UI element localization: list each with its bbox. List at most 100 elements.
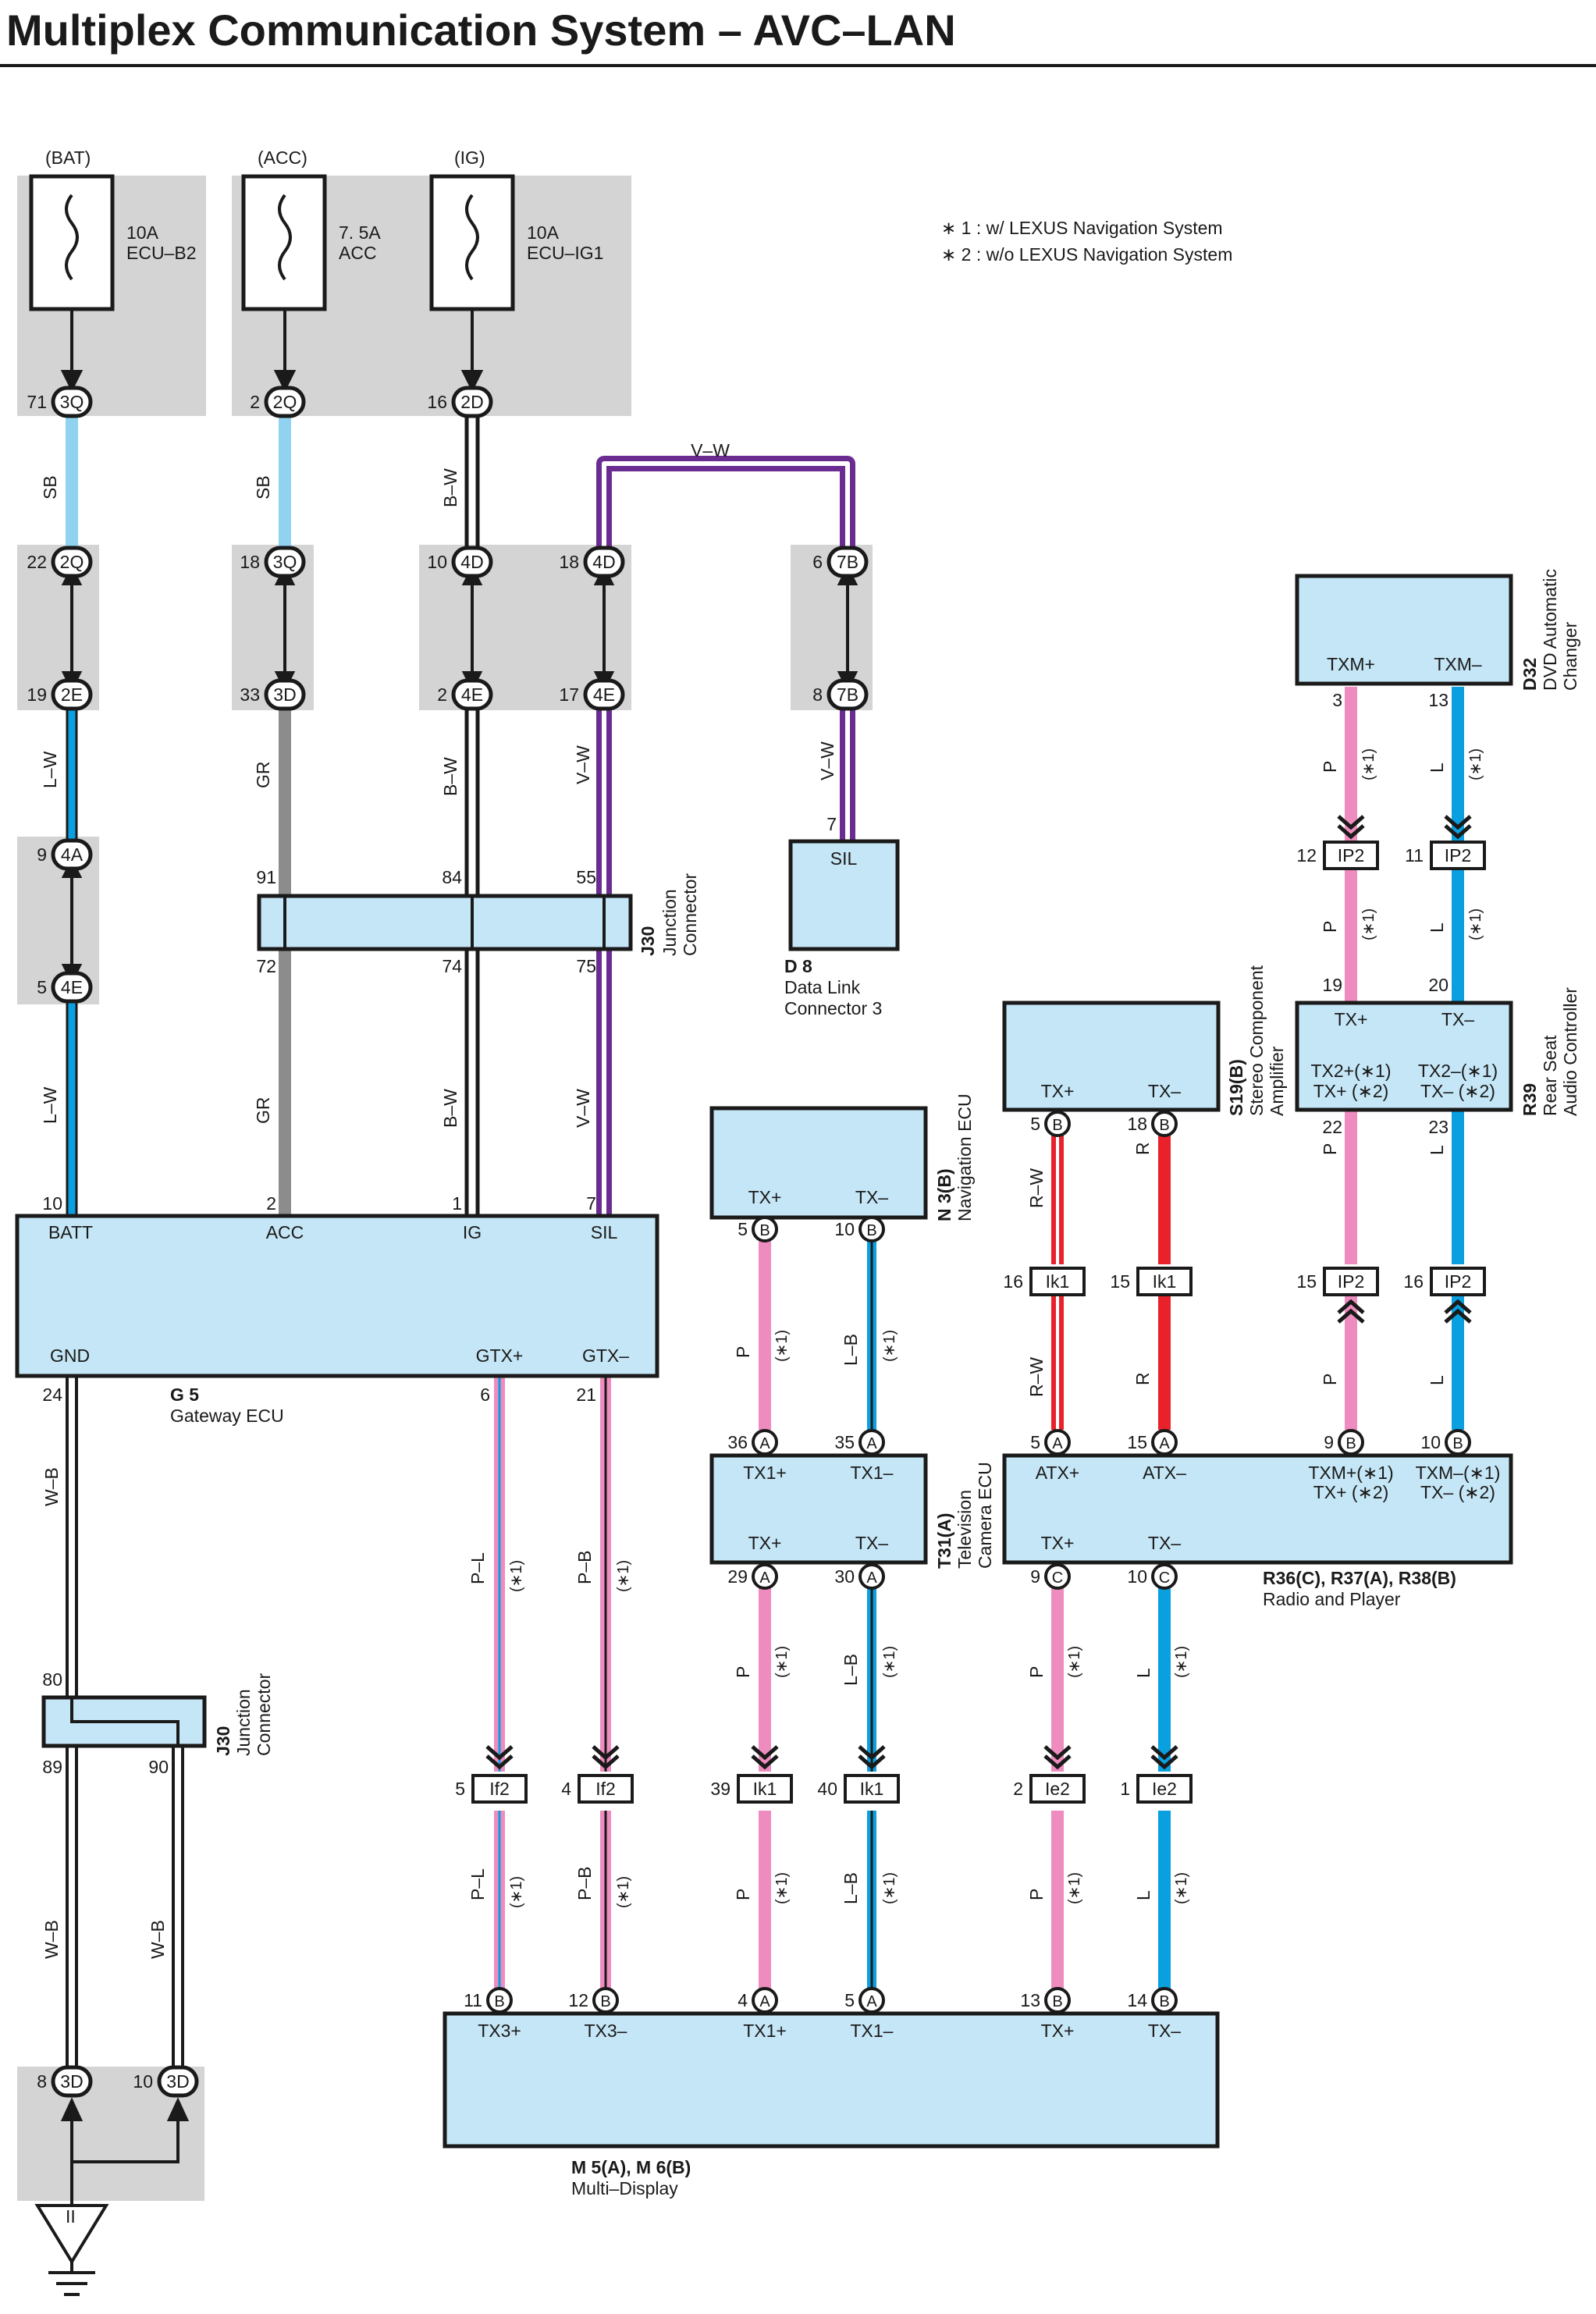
pin-circle bbox=[1044, 1987, 1071, 2014]
pin-circle bbox=[1445, 1429, 1471, 1456]
junction-bars bbox=[70, 896, 606, 1746]
variant-note: (∗1) bbox=[1360, 748, 1377, 780]
wire-label: SB bbox=[40, 475, 60, 499]
inline-connector bbox=[844, 1774, 900, 1804]
connector-pin: 18 bbox=[559, 552, 579, 572]
svg-text:10A: 10A bbox=[527, 222, 560, 243]
connector-code: IP2 bbox=[1338, 1271, 1365, 1292]
pin-letter: B bbox=[866, 1222, 876, 1239]
pin-number: 24 bbox=[42, 1384, 62, 1405]
note-2: ∗ 2 : w/o LEXUS Navigation System bbox=[941, 244, 1232, 265]
pin-number: 9 bbox=[1324, 1432, 1334, 1452]
connector-code: Ik1 bbox=[1153, 1271, 1177, 1292]
component-id: D 8 bbox=[784, 956, 812, 976]
component-name: Amplifier bbox=[1267, 1046, 1287, 1116]
wire-label: L–B bbox=[841, 1334, 861, 1366]
pin-number: 22 bbox=[1322, 1117, 1342, 1137]
component-name: Rear Seat bbox=[1540, 1035, 1560, 1116]
wire-label: V–W bbox=[573, 1089, 593, 1128]
svg-text:(ACC): (ACC) bbox=[258, 148, 307, 168]
dlc-box bbox=[788, 839, 900, 951]
connector-code: 2D bbox=[460, 392, 483, 412]
variant-note: (∗1) bbox=[615, 1560, 632, 1592]
wire-bw bbox=[464, 414, 480, 1217]
wire-label: V–W bbox=[691, 440, 730, 460]
component-name: Connector bbox=[254, 1673, 274, 1756]
pin-circle bbox=[1044, 1111, 1071, 1137]
pin-circle bbox=[1151, 1429, 1178, 1456]
pin-letter: B bbox=[1052, 1117, 1062, 1134]
wire-label: L–B bbox=[841, 1654, 861, 1686]
pin-circle bbox=[1151, 1987, 1178, 2014]
variant-note: (∗1) bbox=[508, 1876, 525, 1908]
wire-label: P bbox=[1320, 1143, 1340, 1155]
variant-note: (∗1) bbox=[1066, 1872, 1083, 1904]
component-id: G 5 bbox=[170, 1384, 199, 1405]
component-name: Camera ECU bbox=[975, 1462, 995, 1569]
pin-label: IG bbox=[463, 1222, 482, 1242]
pin-letter: A bbox=[866, 1993, 877, 2010]
pin-letter: B bbox=[494, 1993, 504, 2010]
wire-label: P bbox=[1026, 1666, 1047, 1678]
pin-number: 2 bbox=[266, 1193, 276, 1214]
connector-code: 7B bbox=[837, 684, 858, 705]
variant-note: (∗1) bbox=[1066, 1646, 1083, 1678]
component-id: D32 bbox=[1520, 658, 1540, 691]
component-name: Connector 3 bbox=[784, 998, 882, 1018]
wire-label: L–B bbox=[841, 1872, 861, 1904]
pin-label: TX+ bbox=[1335, 1009, 1368, 1029]
pin-number: 13 bbox=[1020, 1990, 1040, 2010]
connector-pin: 71 bbox=[27, 392, 47, 412]
pin-letter: B bbox=[600, 1993, 610, 2010]
component-name: Multi–Display bbox=[571, 2178, 678, 2198]
inline-connector bbox=[471, 1774, 528, 1804]
pin-number: 6 bbox=[480, 1384, 490, 1405]
radio-player-box bbox=[1002, 1453, 1513, 1565]
pin-letter: B bbox=[1159, 1993, 1169, 2010]
svg-text:(IG): (IG) bbox=[454, 148, 485, 168]
pin-number: 55 bbox=[576, 867, 596, 887]
fuse-icon bbox=[65, 194, 79, 281]
svg-text:10A: 10A bbox=[126, 222, 159, 243]
pin-number: 10 bbox=[1420, 1432, 1441, 1452]
connector-code: 3D bbox=[60, 2071, 83, 2092]
inline-connector bbox=[1029, 1267, 1086, 1296]
svg-text:(BAT): (BAT) bbox=[45, 148, 91, 168]
pin-letter: B bbox=[1452, 1435, 1463, 1452]
pin-number: 80 bbox=[42, 1669, 62, 1690]
gateway-ecu-box bbox=[15, 1214, 659, 1378]
connector-pin: 17 bbox=[559, 684, 579, 705]
pin-label: TXM+(∗1) bbox=[1308, 1463, 1393, 1483]
pin-number: 91 bbox=[256, 867, 276, 887]
connector-code: 4E bbox=[61, 977, 83, 997]
pin-label: TX2–(∗1) bbox=[1418, 1061, 1498, 1081]
connector-code: 4D bbox=[460, 552, 483, 572]
pin-number: 19 bbox=[1322, 975, 1342, 995]
fuse-icon bbox=[278, 194, 292, 281]
inline-connector bbox=[1323, 1267, 1379, 1296]
component-id: N 3(B) bbox=[934, 1168, 954, 1221]
pin-label: GND bbox=[50, 1345, 90, 1366]
connector-pin: 22 bbox=[27, 552, 47, 572]
pin-label: TX2+(∗1) bbox=[1311, 1061, 1392, 1081]
connector-c_3d_33 bbox=[264, 678, 306, 711]
connector-code: Ik1 bbox=[753, 1779, 777, 1799]
component-name: Changer bbox=[1560, 621, 1580, 691]
wire-label: W–B bbox=[148, 1920, 168, 1959]
connector-c_4e_2 bbox=[451, 678, 493, 711]
connector-c_4d_18 bbox=[583, 546, 625, 578]
pin-number: 5 bbox=[738, 1219, 748, 1239]
component-id: J30 bbox=[638, 926, 658, 956]
component-id: R36(C), R37(A), R38(B) bbox=[1263, 1568, 1456, 1588]
wire-label: B–W bbox=[440, 757, 460, 796]
pin-circle bbox=[858, 1987, 885, 2014]
wire-label: SB bbox=[253, 475, 273, 499]
pin-letter: A bbox=[759, 1993, 770, 2010]
connector-pin: 39 bbox=[710, 1779, 730, 1799]
wire-label: W–B bbox=[41, 1920, 62, 1959]
pin-number: 18 bbox=[1127, 1114, 1147, 1134]
chevrons bbox=[485, 815, 1472, 1770]
variant-note: (∗1) bbox=[1173, 1872, 1190, 1904]
variant-note: (∗1) bbox=[881, 1872, 898, 1904]
